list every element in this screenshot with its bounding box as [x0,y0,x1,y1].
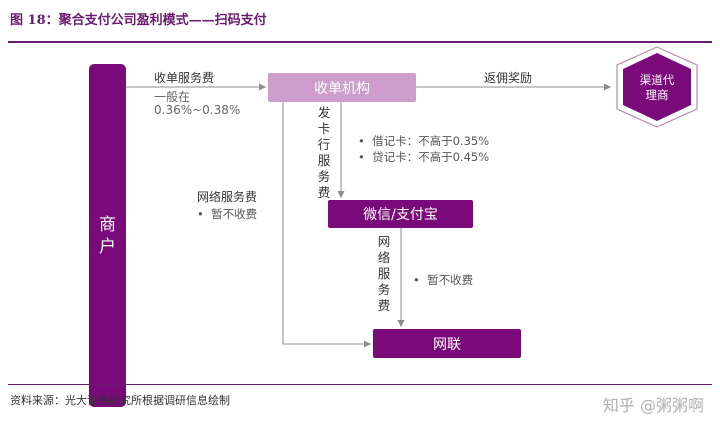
wechat-alipay-node: 微信/支付宝 [328,200,473,228]
channel-agent-line-1: 渠道代 [639,73,675,87]
acquiring-fee-rate-line-2: 0.36%~0.38% [154,103,241,117]
no-charge-left-bullet: • 暂不收费 [197,207,258,221]
debit-card-bullet: • 借记卡：不高于0.35% [358,134,490,148]
no-charge-left-text: 暂不收费 [211,207,258,221]
debit-card-text: 借记卡：不高于0.35% [372,134,490,148]
card-issuing-fee-label: 发卡行服务费 [317,105,331,200]
footer-divider [8,384,712,385]
acquiring-fee-rate-line-1: 一般在 [154,90,191,104]
channel-agent-line-2: 理商 [645,88,669,102]
no-charge-right-bullet: • 暂不收费 [413,273,474,287]
channel-agent-hexagon-inner [623,53,691,121]
no-charge-right-text: 暂不收费 [427,273,474,287]
title-divider [8,41,712,43]
merchant-node: 商 户 [89,64,126,407]
network-fee-left-label: 网络服务费 [197,190,258,204]
merchant-label-2: 户 [99,236,116,257]
acquiring-fee-label: 收单服务费 [154,71,215,85]
acquirer-node: 收单机构 [268,73,416,102]
channel-agent-label: 渠道代 理商 [627,73,687,103]
figure-title: 图 18：聚合支付公司盈利模式——扫码支付 [10,13,267,28]
credit-card-bullet: • 贷记卡：不高于0.45% [358,150,490,164]
credit-card-text: 贷记卡：不高于0.45% [372,150,490,164]
network-fee-right-label: 网络服务费 [377,234,391,313]
rebate-label: 返佣奖励 [484,71,533,85]
source-note: 资料来源：光大证券研究所根据调研信息绘制 [10,394,230,407]
merchant-label-1: 商 [99,214,116,235]
unionpay-node: 网联 [373,329,521,358]
watermark: 知乎 @粥粥啊 [602,396,704,415]
arrow-merchant-to-unionpay [282,102,371,348]
